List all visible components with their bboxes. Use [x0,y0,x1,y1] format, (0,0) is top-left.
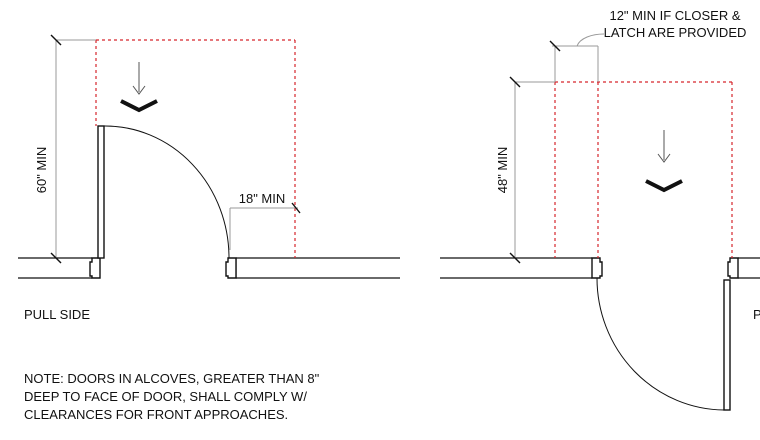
dimension-18-min [229,207,298,250]
dimension-tick [549,40,561,52]
note-line-1: NOTE: DOORS IN ALCOVES, GREATER THAN 8" [24,371,320,386]
wall-left-plan-right [235,257,400,279]
right-plan: 48" MIN 12" MIN IF CLOSER & LATCH ARE PR… [440,8,760,411]
left-plan: 60" MIN 18" MIN [18,34,400,279]
arrow-head [132,85,146,95]
dimension-48-min [514,81,555,258]
door-jamb-right-plan-left [591,257,603,279]
dimension-tick [291,202,301,214]
door-swing-arc-push [596,277,725,411]
dimension-60-min [55,39,96,258]
dimension-label-12-line1: 12" MIN IF CLOSER & [609,8,740,23]
door-swing-arc [103,125,230,259]
dimension-label-12-line2: LATCH ARE PROVIDED [604,25,747,40]
door-jamb-left [89,257,101,279]
note-line-2: DEEP TO FACE OF DOOR, SHALL COMPLY W/ [24,389,307,404]
dimension-label-18: 18" MIN [239,191,286,206]
wall-left-plan-left [18,257,92,279]
arrow-head [657,153,671,163]
chevron-down-icon [645,179,683,193]
pull-side-label: PULL SIDE [24,307,90,322]
alcove-note: NOTE: DOORS IN ALCOVES, GREATER THAN 8" … [24,370,319,424]
clearance-zone-right [554,81,733,258]
door-leaf [97,125,105,259]
clearance-zone-left [95,39,296,258]
wall-right-plan-right [738,257,760,279]
push-side-label-partial: P [753,307,760,322]
dimension-label-48: 48" MIN [495,147,510,194]
door-leaf-push [723,279,731,411]
dimension-12-min [552,33,605,82]
note-line-3: CLEARANCES FOR FRONT APPROACHES. [24,407,289,422]
dimension-tick [509,76,521,88]
dimension-label-60: 60" MIN [34,147,49,194]
dimension-tick [50,34,62,46]
dimension-tick [509,252,521,264]
door-jamb-right-plan-right [727,257,739,279]
door-jamb-right [225,257,237,279]
dimension-tick [50,252,62,264]
chevron-down-icon [120,99,158,113]
wall-right-plan-left [440,257,592,279]
